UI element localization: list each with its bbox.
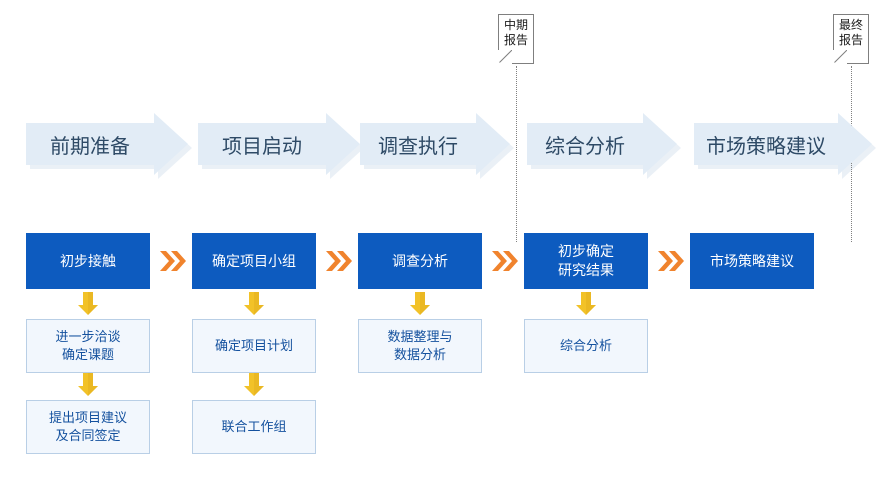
chevron-right-icon [160, 250, 186, 272]
step-box-label: 确定项目计划 [215, 337, 293, 355]
phase-banner-5[interactable]: 市场策略建议 [694, 113, 872, 175]
primary-box-col-1[interactable]: 初步接触 [26, 233, 150, 289]
phase-banner-label: 前期准备 [50, 135, 130, 158]
step-box-col-3-1[interactable]: 数据整理与数据分析 [358, 319, 482, 373]
step-box-label: 数据整理与数据分析 [387, 328, 452, 364]
note-label: 中期报告 [498, 18, 534, 48]
text-line: 进一步洽谈 [55, 329, 121, 344]
phase-banner-1[interactable]: 前期准备 [26, 113, 188, 175]
down-arrow-icon [243, 373, 265, 397]
primary-box-label: 初步确定研究结果 [558, 242, 614, 280]
phase-banner-4[interactable]: 综合分析 [527, 113, 677, 175]
text-line: 报告 [838, 33, 863, 47]
text-line: 提出项目建议 [48, 410, 127, 425]
banner-shape [198, 113, 360, 175]
text-line: 及合同签定 [55, 428, 121, 443]
chevron-right-icon [326, 250, 352, 272]
note-paper [498, 14, 534, 64]
down-arrow-icon [243, 292, 265, 316]
primary-box-label: 确定项目小组 [212, 252, 296, 271]
final-report-note: 最终报告 [833, 14, 869, 64]
banner-shape [527, 113, 677, 175]
primary-box-label: 调查分析 [392, 252, 448, 271]
step-box-label: 提出项目建议及合同签定 [49, 409, 127, 445]
primary-box-label: 初步接触 [60, 252, 116, 271]
note-fold-corner-icon [833, 50, 847, 64]
chevron-right-icon [492, 250, 518, 272]
text-line: 初步接触 [60, 252, 116, 269]
phase-banner-2[interactable]: 项目启动 [198, 113, 360, 175]
text-line: 初步确定 [558, 243, 614, 259]
text-line: 市场策略建议 [710, 252, 794, 269]
banner-shape [26, 113, 188, 175]
note-fold-corner-icon [498, 50, 512, 64]
primary-box-label: 市场策略建议 [710, 252, 794, 271]
phase-banner-label: 综合分析 [545, 135, 625, 158]
text-line: 确定项目计划 [214, 338, 293, 353]
text-line: 数据整理与 [387, 329, 453, 344]
text-line: 综合分析 [559, 338, 612, 353]
phase-banner-label: 项目启动 [222, 135, 302, 158]
step-box-col-1-2[interactable]: 提出项目建议及合同签定 [26, 400, 150, 454]
step-box-label: 联合工作组 [221, 418, 286, 436]
step-box-label: 综合分析 [560, 337, 612, 355]
primary-box-col-3[interactable]: 调查分析 [358, 233, 482, 289]
primary-box-col-5[interactable]: 市场策略建议 [690, 233, 814, 289]
chevron-right-icon [658, 250, 684, 272]
down-arrow-icon [409, 292, 431, 316]
note-label: 最终报告 [833, 18, 869, 48]
step-box-col-4-1[interactable]: 综合分析 [524, 319, 648, 373]
text-line: 联合工作组 [221, 419, 287, 434]
down-arrow-icon [77, 292, 99, 316]
step-box-col-2-2[interactable]: 联合工作组 [192, 400, 316, 454]
banner-shape [694, 113, 872, 175]
text-line: 数据分析 [393, 347, 446, 362]
primary-box-col-2[interactable]: 确定项目小组 [192, 233, 316, 289]
step-box-col-1-1[interactable]: 进一步洽谈确定课题 [26, 319, 150, 373]
phase-banner-3[interactable]: 调查执行 [360, 113, 510, 175]
guide-line-mid-term-report-note [516, 66, 517, 242]
text-line: 调查分析 [392, 252, 448, 269]
text-line: 中期 [503, 18, 528, 32]
phase-banner-label: 市场策略建议 [706, 135, 826, 158]
note-paper [833, 14, 869, 64]
down-arrow-icon [77, 373, 99, 397]
text-line: 确定项目小组 [212, 252, 296, 269]
text-line: 报告 [503, 33, 528, 47]
primary-box-col-4[interactable]: 初步确定研究结果 [524, 233, 648, 289]
down-arrow-icon [575, 292, 597, 316]
text-line: 研究结果 [558, 262, 614, 278]
step-box-label: 进一步洽谈确定课题 [55, 328, 120, 364]
phase-banner-label: 调查执行 [378, 135, 458, 158]
step-box-col-2-1[interactable]: 确定项目计划 [192, 319, 316, 373]
mid-term-report-note: 中期报告 [498, 14, 534, 64]
text-line: 确定课题 [61, 347, 114, 362]
text-line: 最终 [838, 18, 863, 32]
banner-shape [360, 113, 510, 175]
